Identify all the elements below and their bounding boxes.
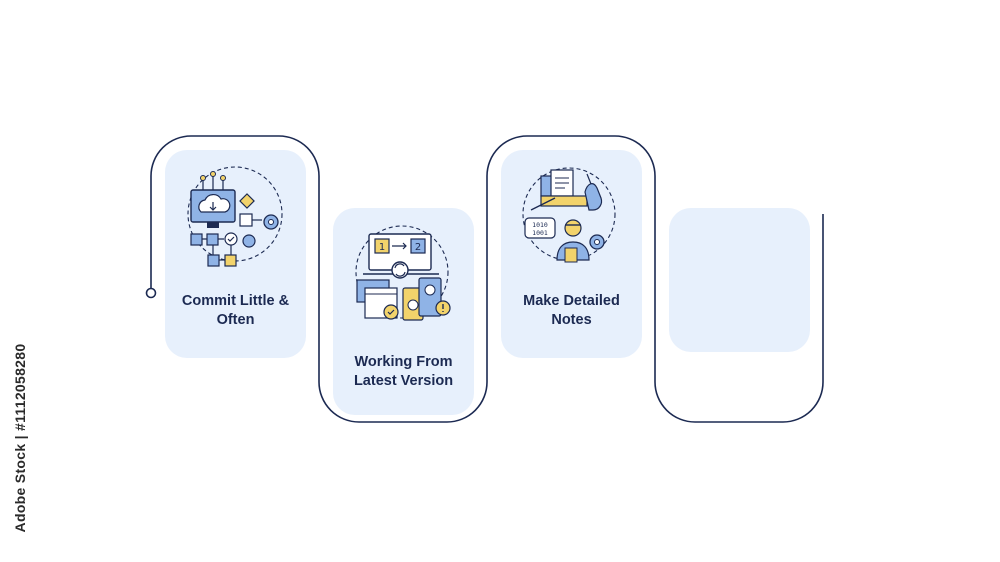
workflow-icon <box>187 166 283 267</box>
step-card-commit: Commit Little & Often <box>165 150 306 358</box>
step-label: Make Detailed Notes <box>523 293 620 328</box>
version-update-icon: 1 2 <box>355 225 451 321</box>
step-card-empty <box>669 208 810 352</box>
svg-text:2: 2 <box>415 242 421 253</box>
step-card-latest-version: 1 2 Working From Latest Version <box>333 208 474 415</box>
step-label: Working From Latest Version <box>353 354 454 389</box>
timeline-start-dot <box>145 287 157 299</box>
step-card-detailed-notes: 1010 1001 Make Detailed Notes <box>501 150 642 358</box>
svg-text:1001: 1001 <box>532 229 548 237</box>
svg-text:1010: 1010 <box>532 221 548 229</box>
developer-notes-icon: 1010 1001 <box>522 167 616 263</box>
stock-watermark: Adobe Stock | #1112058280 <box>12 343 28 533</box>
svg-text:1: 1 <box>379 242 385 253</box>
step-label: Commit Little & Often <box>181 293 290 328</box>
